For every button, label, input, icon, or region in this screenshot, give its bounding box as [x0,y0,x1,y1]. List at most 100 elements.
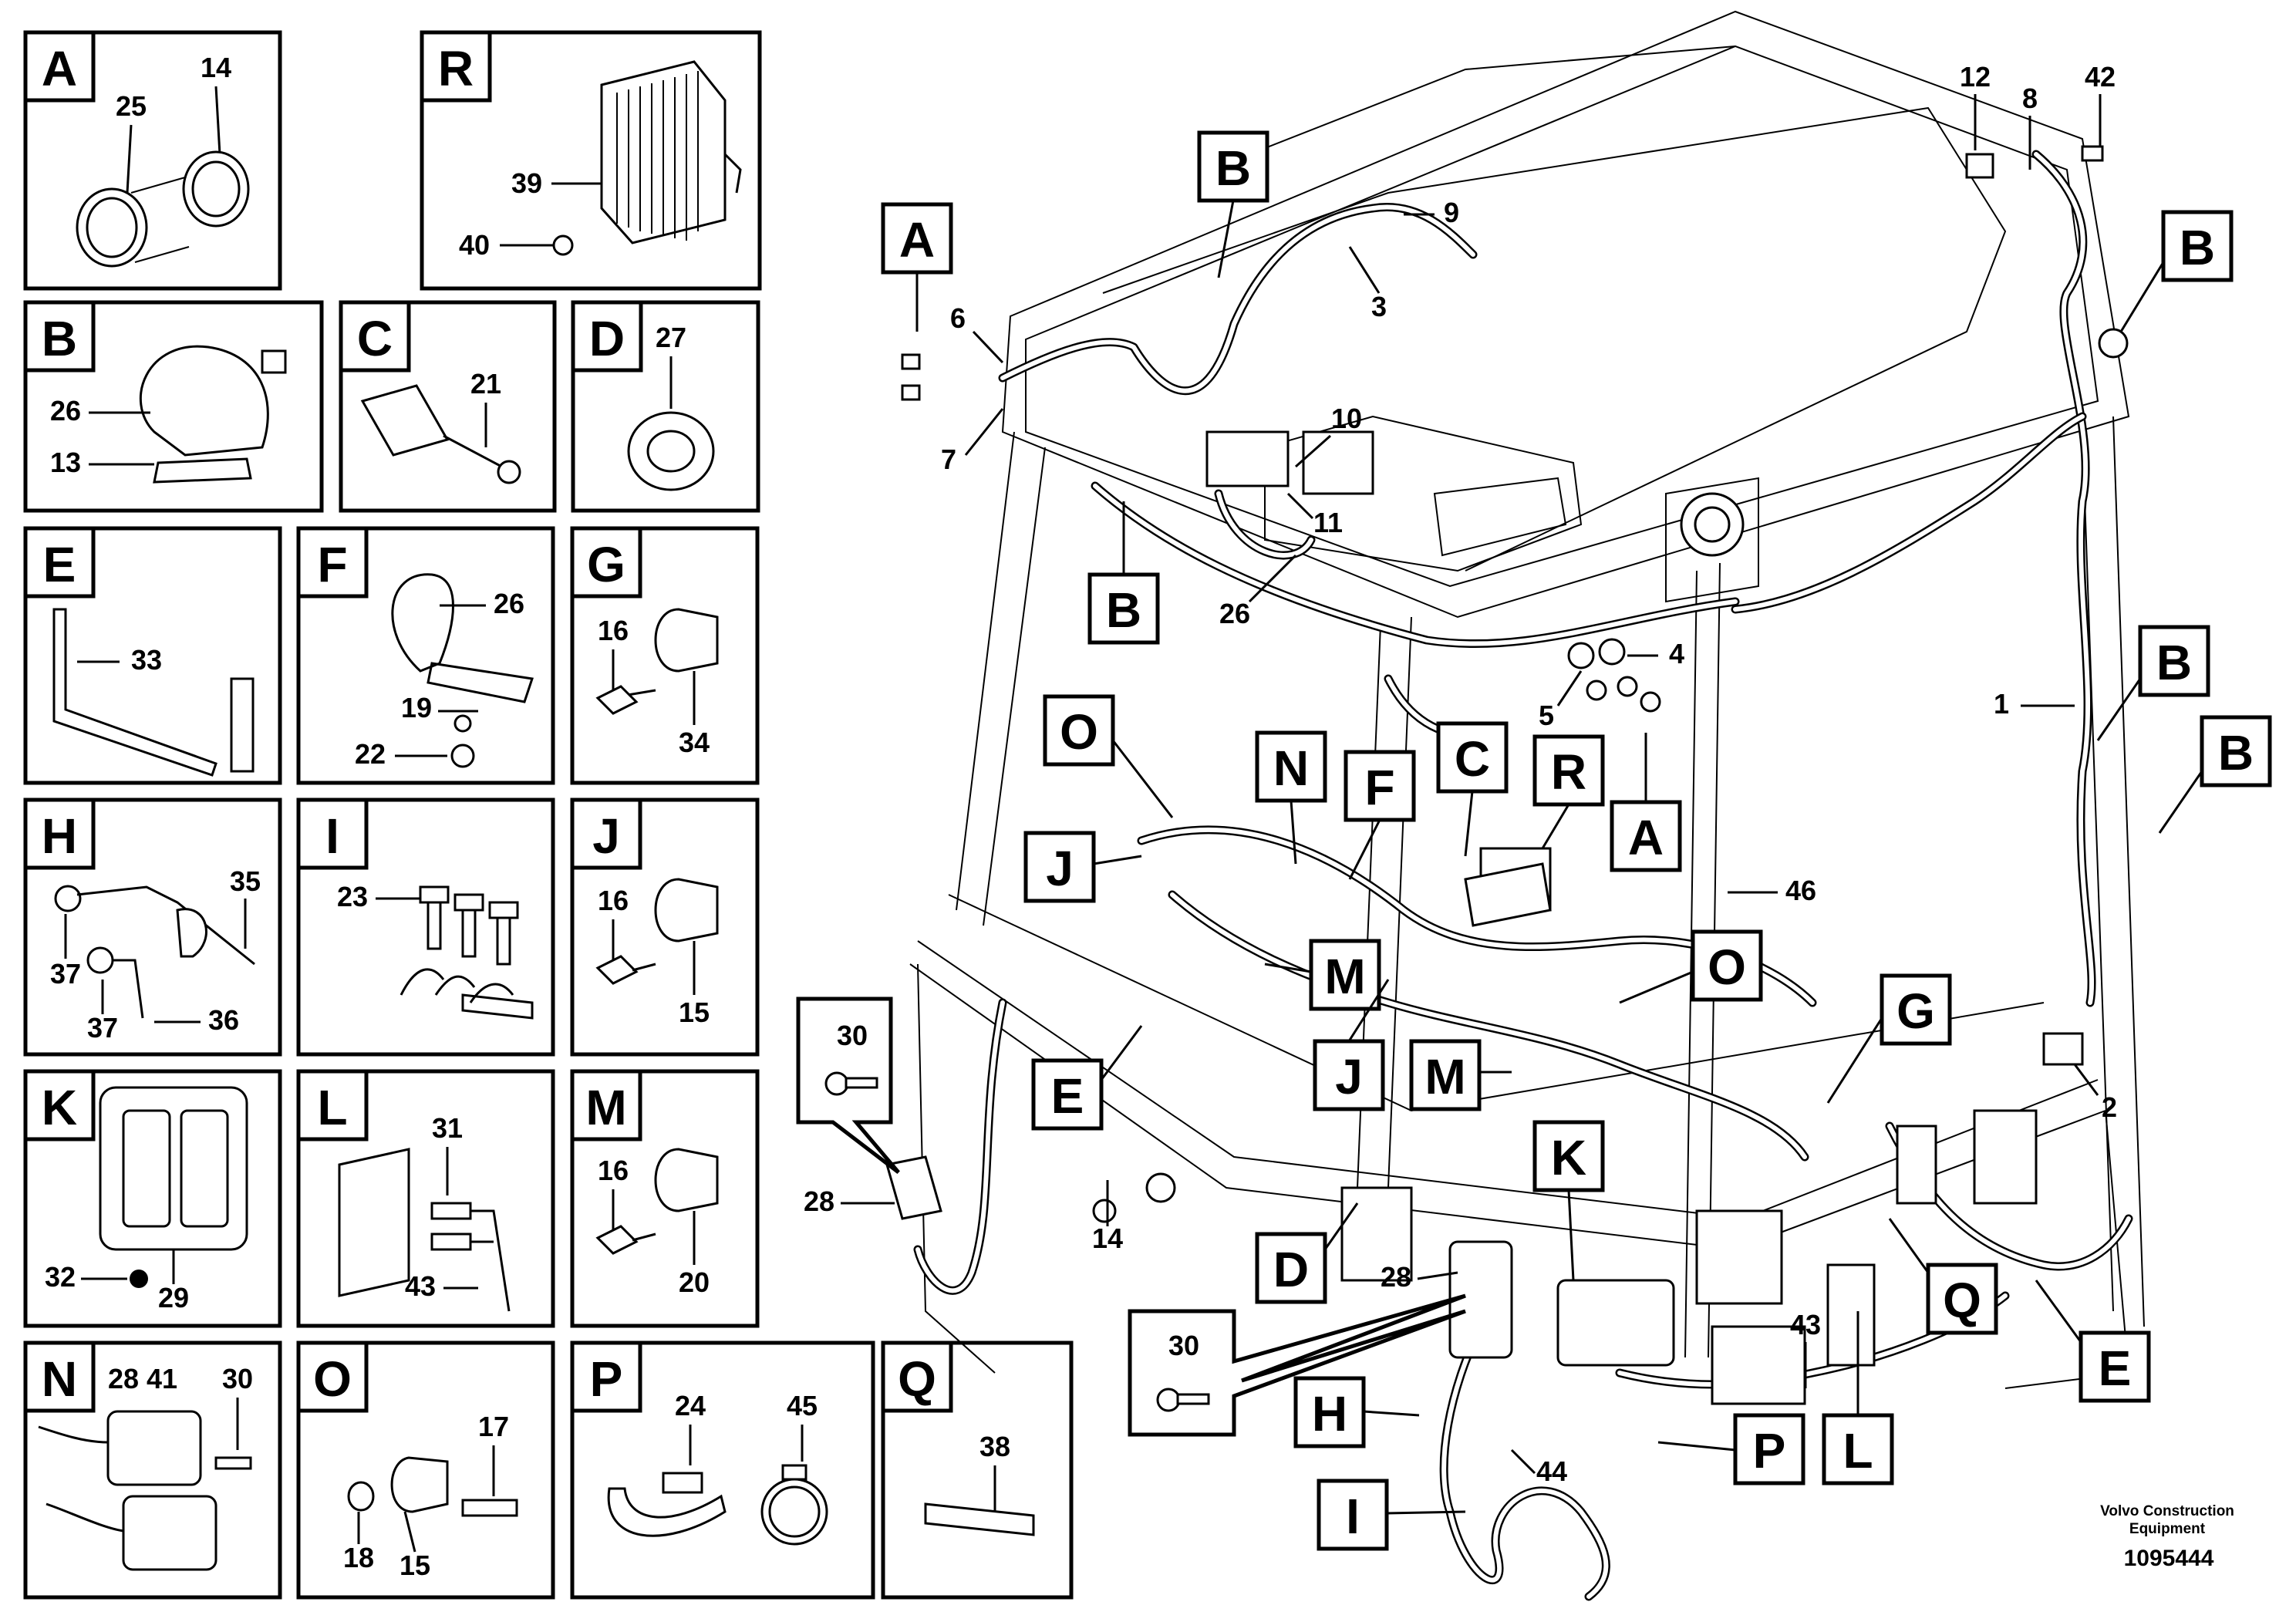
callout-letter: B [2218,725,2254,781]
detail-panel-c: C 21 [339,300,557,513]
part-number: 30 [1168,1330,1199,1361]
panel-letter: P [590,1351,623,1407]
panel-letter: L [317,1080,347,1135]
part-number: 29 [158,1282,189,1313]
panel-letter: D [589,311,625,366]
panel-letter: O [313,1351,352,1407]
part-number: 7 [941,443,956,475]
part-number: 34 [679,727,710,758]
part-number: 10 [1331,403,1362,434]
part-number: 9 [1444,197,1459,228]
callout-letter: O [1060,704,1098,760]
part-number: 26 [494,588,524,619]
detail-panel-h: H 35 37 37 36 [23,798,282,1057]
detail-panel-b: B 26 13 [23,300,324,513]
part-number: 30 [222,1363,253,1394]
part-number: 38 [979,1431,1010,1462]
detail-panel-p: P 24 45 [570,1340,875,1600]
part-number: 26 [50,395,81,427]
part-number: 28 [804,1185,834,1217]
callout-letter: B [1215,140,1251,196]
panel-letter: J [592,808,620,864]
part-number: 4 [1669,638,1684,669]
panel-letter: I [325,808,339,864]
credit-line-1: Volvo Construction [2100,1503,2234,1519]
part-number: 41 [147,1363,177,1394]
part-number: 22 [355,738,386,770]
panel-letter: A [42,41,77,96]
part-number: 43 [1790,1309,1821,1340]
part-number: 8 [2022,83,2038,114]
part-number: 14 [1092,1222,1123,1254]
callout-letter: F [1364,760,1394,815]
callout-letter: E [1051,1068,1084,1124]
main-callouts: A B B B B B A O N F [881,130,2272,1551]
diagram-code: 1095444 [2124,1546,2214,1571]
callout-letter: D [1273,1242,1309,1297]
part-number: 26 [1219,598,1250,629]
panel-letter: B [42,311,77,366]
detail-panel-q: Q 38 [881,1340,1074,1600]
part-number: 25 [116,90,147,122]
callout-letter: A [1628,810,1664,865]
part-number: 16 [598,615,629,646]
part-number: 5 [1539,700,1554,731]
main-number-labels: 12 8 42 9 3 6 7 10 11 26 4 5 1 46 2 28 1… [804,61,2117,1487]
detail-panel-g: G 16 34 [570,526,760,785]
detail-panel-n: N 28 41 30 [23,1340,282,1600]
part-number: 16 [598,1155,629,1186]
callout-letter: K [1551,1130,1586,1185]
part-number: 20 [679,1266,710,1298]
part-number: 32 [45,1261,76,1293]
detail-panel-d: D 27 [571,300,760,513]
part-number: 3 [1371,291,1387,322]
callout-letter: B [1106,582,1141,638]
callout-letter: C [1455,731,1490,787]
panel-letter: F [317,537,347,592]
callout-letter: R [1551,744,1586,800]
callout-letter: B [2180,220,2215,275]
part-number: 1 [1994,688,2009,720]
detail-panel-e: E 33 [23,526,282,785]
part-number: 37 [50,958,81,990]
publisher-credit: Volvo Construction Equipment 1095444 [2100,1503,2234,1571]
part-number: 15 [679,996,710,1028]
part-number: 33 [131,644,162,676]
callout-letter: E [2099,1340,2132,1396]
callout-letter: H [1312,1386,1347,1442]
part-number: 31 [432,1112,463,1144]
part-number: 13 [50,447,81,478]
part-number: 14 [201,52,231,83]
part-number: 30 [837,1020,868,1051]
part-number: 21 [470,368,501,400]
part-number: 36 [208,1004,239,1036]
panel-letter: N [42,1351,77,1407]
part-number: 28 [1381,1261,1411,1293]
detail-panel-k: K 32 29 [23,1069,282,1328]
part-number: 12 [1960,61,1991,93]
part-number: 43 [405,1270,436,1302]
part-number: 46 [1785,875,1816,906]
detail-panel-j: J 16 15 [570,798,760,1057]
panel-letter: R [438,41,474,96]
callout-letter: I [1346,1489,1360,1544]
credit-line-2: Equipment [2129,1521,2206,1537]
callout-letter: J [1046,841,1074,896]
part-number: 2 [2102,1091,2117,1123]
part-number: 23 [337,881,368,912]
detail-panel-o: O 17 18 15 [296,1340,555,1600]
panel-letter: C [357,311,393,366]
panel-letter: G [587,537,625,592]
part-number: 44 [1536,1455,1567,1487]
panel-letter: E [43,537,76,592]
part-number: 40 [459,229,490,261]
part-number: 16 [598,885,629,916]
detail-panel-i: I 23 [296,798,555,1057]
part-number: 17 [478,1411,509,1442]
panel-letter: K [42,1080,77,1135]
callout-letter: M [1324,949,1365,1004]
part-number: 19 [401,692,432,723]
detail-panel-f: F 26 19 22 [296,526,555,785]
screw-inset-left: 30 [796,996,900,1174]
